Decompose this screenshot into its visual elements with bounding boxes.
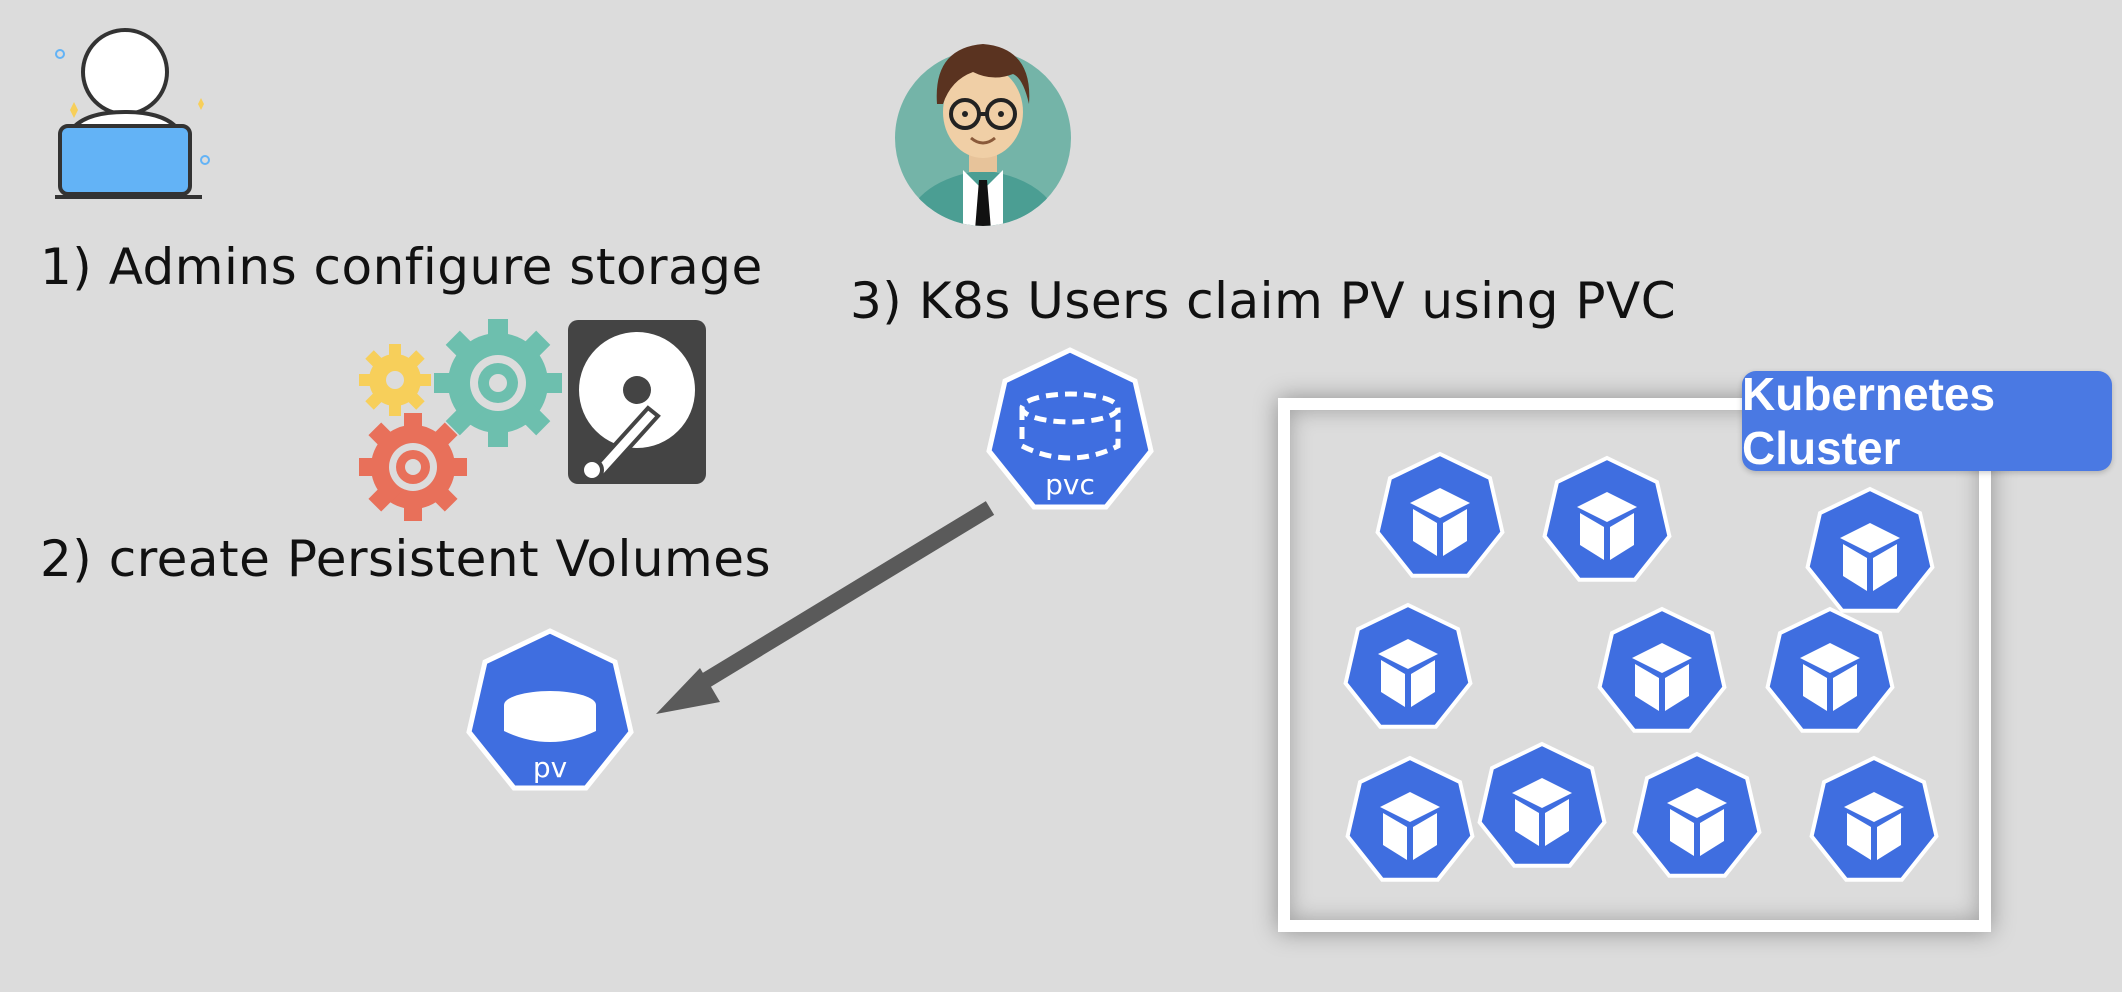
- cluster-title: Kubernetes Cluster: [1742, 368, 1996, 474]
- step-2-label: 2) create Persistent Volumes: [40, 530, 772, 588]
- cluster-title-badge: Kubernetes Cluster: [1742, 368, 2112, 474]
- cluster-node-2: cube-icon: [1542, 455, 1672, 582]
- hard-disk-icon: [568, 320, 706, 484]
- cluster-node-8: cube-icon: [1477, 741, 1607, 868]
- pvc-icon: pvc: [986, 347, 1154, 510]
- cluster-node-9: cube-icon: [1632, 751, 1762, 878]
- cluster-node-3: cube-icon: [1805, 486, 1935, 613]
- pv-label: pv: [533, 751, 567, 784]
- pvc-label: pvc: [1045, 468, 1095, 501]
- gears-icon: [359, 319, 562, 521]
- cluster-node-1: cube-icon: [1375, 451, 1505, 578]
- admin-laptop-icon: [55, 28, 210, 199]
- cluster-node-10: cube-icon: [1809, 755, 1939, 882]
- cluster-node-7: cube-icon: [1345, 755, 1475, 882]
- cluster-node-6: cube-icon: [1765, 606, 1895, 733]
- pv-icon: pv: [466, 628, 634, 791]
- step-1-label: 1) Admins configure storage: [40, 238, 763, 296]
- user-avatar-icon: [895, 44, 1071, 226]
- step-3-label: 3) K8s Users claim PV using PVC: [850, 272, 1677, 330]
- cluster-node-4: cube-icon: [1343, 602, 1473, 729]
- cluster-node-5: cube-icon: [1597, 606, 1727, 733]
